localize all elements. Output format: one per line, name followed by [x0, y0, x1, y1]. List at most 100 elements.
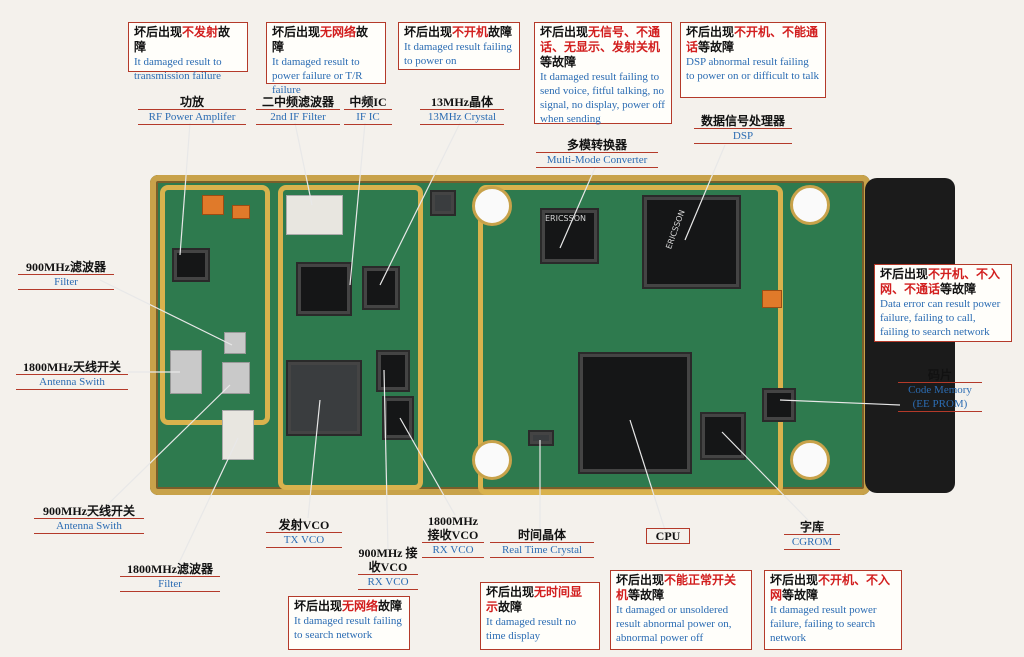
label-en: CGROM: [784, 534, 840, 550]
fault-suffix: 等故障: [698, 40, 735, 54]
callout-rtc-fault: 坏后出现无时间显示故障 It damaged result no time di…: [480, 582, 600, 650]
fault-description: It damaged result to power failure or T/…: [272, 56, 363, 96]
if-ic-chip: [296, 262, 352, 316]
label-en: Antenna Swith: [34, 518, 144, 534]
label-cn: 900MHz 接收VCO: [358, 546, 418, 574]
cgrom-chip: [700, 412, 746, 460]
fault-prefix: 坏后出现: [134, 25, 183, 39]
fault-highlight: 不开机、不入网、不通话: [880, 267, 1001, 296]
label-en: Code Memory (EE PROM): [898, 382, 982, 412]
fault-suffix: 等故障: [628, 588, 665, 602]
rf-shield-left: [160, 185, 270, 425]
filter-900: [224, 332, 246, 354]
label-en: Multi-Mode Converter: [536, 152, 658, 168]
label-cn: 900MHz天线开关: [43, 504, 135, 518]
callout-mmc-fault: 坏后出现无信号、不通话、无显示、发射关机等故障 It damaged resul…: [534, 22, 672, 125]
fault-prefix: 坏后出现: [616, 573, 665, 587]
rf-power-amplifier-chip: [172, 248, 210, 282]
fault-description: It damaged result power failure, failing…: [770, 604, 877, 644]
real-time-crystal: [528, 430, 554, 446]
eeprom-chip: [762, 388, 796, 422]
fault-prefix: 坏后出现: [404, 25, 453, 39]
fault-description: It damaged result no time display: [486, 616, 577, 642]
label-en: RX VCO: [358, 574, 418, 590]
label-cn: 13MHz晶体: [431, 95, 493, 109]
fault-prefix: 坏后出现: [272, 25, 321, 39]
fault-prefix: 坏后出现: [770, 573, 819, 587]
label-cn: 1800MHz滤波器: [127, 562, 213, 576]
crystal-13mhz: [430, 190, 456, 216]
smd-part: [762, 290, 782, 308]
fault-suffix: 故障: [488, 25, 513, 39]
chip-marking: ERICSSON: [545, 214, 586, 223]
fault-suffix: 故障: [378, 599, 403, 613]
fault-description: Data error can result power failure, fai…: [880, 298, 1001, 338]
fault-description: It damaged result failing to send voice,…: [540, 71, 665, 125]
label-cn: 900MHz滤波器: [26, 260, 106, 274]
mount-hole: [472, 186, 512, 226]
mount-hole: [472, 440, 512, 480]
callout-vco-fault: 坏后出现无网络故障 It damaged result failing to s…: [288, 596, 410, 650]
label-cn: 1800MHz天线开关: [23, 360, 121, 374]
label-en: Filter: [120, 576, 220, 592]
label-en: Real Time Crystal: [490, 542, 594, 558]
label-cn: 字库: [799, 520, 824, 534]
if-ic-chip-2: [362, 266, 400, 310]
label-en: RF Power Amplifer: [138, 109, 246, 125]
pa-component: [202, 195, 224, 215]
fault-suffix: 故障: [272, 25, 369, 54]
label-cpu: CPU: [646, 528, 690, 544]
fault-highlight: 不开机、不能通话: [686, 25, 819, 54]
baseband-shield: [478, 185, 783, 495]
multi-mode-converter-chip: [540, 208, 599, 264]
fault-highlight: 无信号、不通话、无显示、发射关机: [540, 25, 661, 54]
label-en: DSP: [694, 128, 792, 144]
cpu-chip: [578, 352, 692, 474]
fault-highlight: 无时间显示: [486, 585, 583, 614]
dsp-chip: [642, 195, 741, 289]
callout-cpu-fault: 坏后出现不能正常开关机等故障 It damaged or unsoldered …: [610, 570, 752, 650]
tx-vco-module: [286, 360, 362, 436]
label-cn: 发射VCO: [278, 518, 330, 532]
fault-suffix: 故障: [134, 25, 231, 54]
label-cn: 二中频滤波器: [261, 95, 334, 109]
label-en: IF IC: [344, 109, 392, 125]
fault-highlight: 不开机: [452, 25, 489, 39]
fault-highlight: 不开机、不入网: [770, 573, 891, 602]
rx-vco-1800: [382, 396, 414, 440]
fault-highlight: 无网络: [342, 599, 379, 613]
callout-pa-fault: 坏后出现不发射故障 It damaged result to transmiss…: [128, 22, 248, 82]
fault-highlight: 不能正常开关机: [616, 573, 737, 602]
fault-prefix: 坏后出现: [294, 599, 343, 613]
callout-dsp-fault: 坏后出现不开机、不能通话等故障 DSP abnormal result fail…: [680, 22, 826, 98]
fault-suffix: 等故障: [782, 588, 819, 602]
callout-eeprom-fault: 坏后出现不开机、不入网、不通话等故障 Data error can result…: [874, 264, 1012, 342]
fault-description: It damaged or unsoldered result abnormal…: [616, 604, 732, 644]
fault-suffix: 等故障: [940, 282, 977, 296]
callout-cgrom-fault: 坏后出现不开机、不入网等故障 It damaged result power f…: [764, 570, 902, 650]
rf-shield-mid: [278, 185, 423, 490]
label-en: Filter: [18, 274, 114, 290]
label-en: RX VCO: [422, 542, 484, 558]
label-cn: 功放: [179, 95, 204, 109]
fault-highlight: 无网络: [320, 25, 357, 39]
label-en: Antenna Swith: [16, 374, 128, 390]
callout-if-fault: 坏后出现无网络故障 It damaged result to power fai…: [266, 22, 386, 96]
pcb-board: [150, 175, 870, 495]
fault-suffix: 故障: [498, 600, 523, 614]
label-cn: 数据信号处理器: [700, 114, 785, 128]
label-cn: CPU: [646, 528, 690, 544]
label-cn: 码片: [927, 368, 952, 382]
